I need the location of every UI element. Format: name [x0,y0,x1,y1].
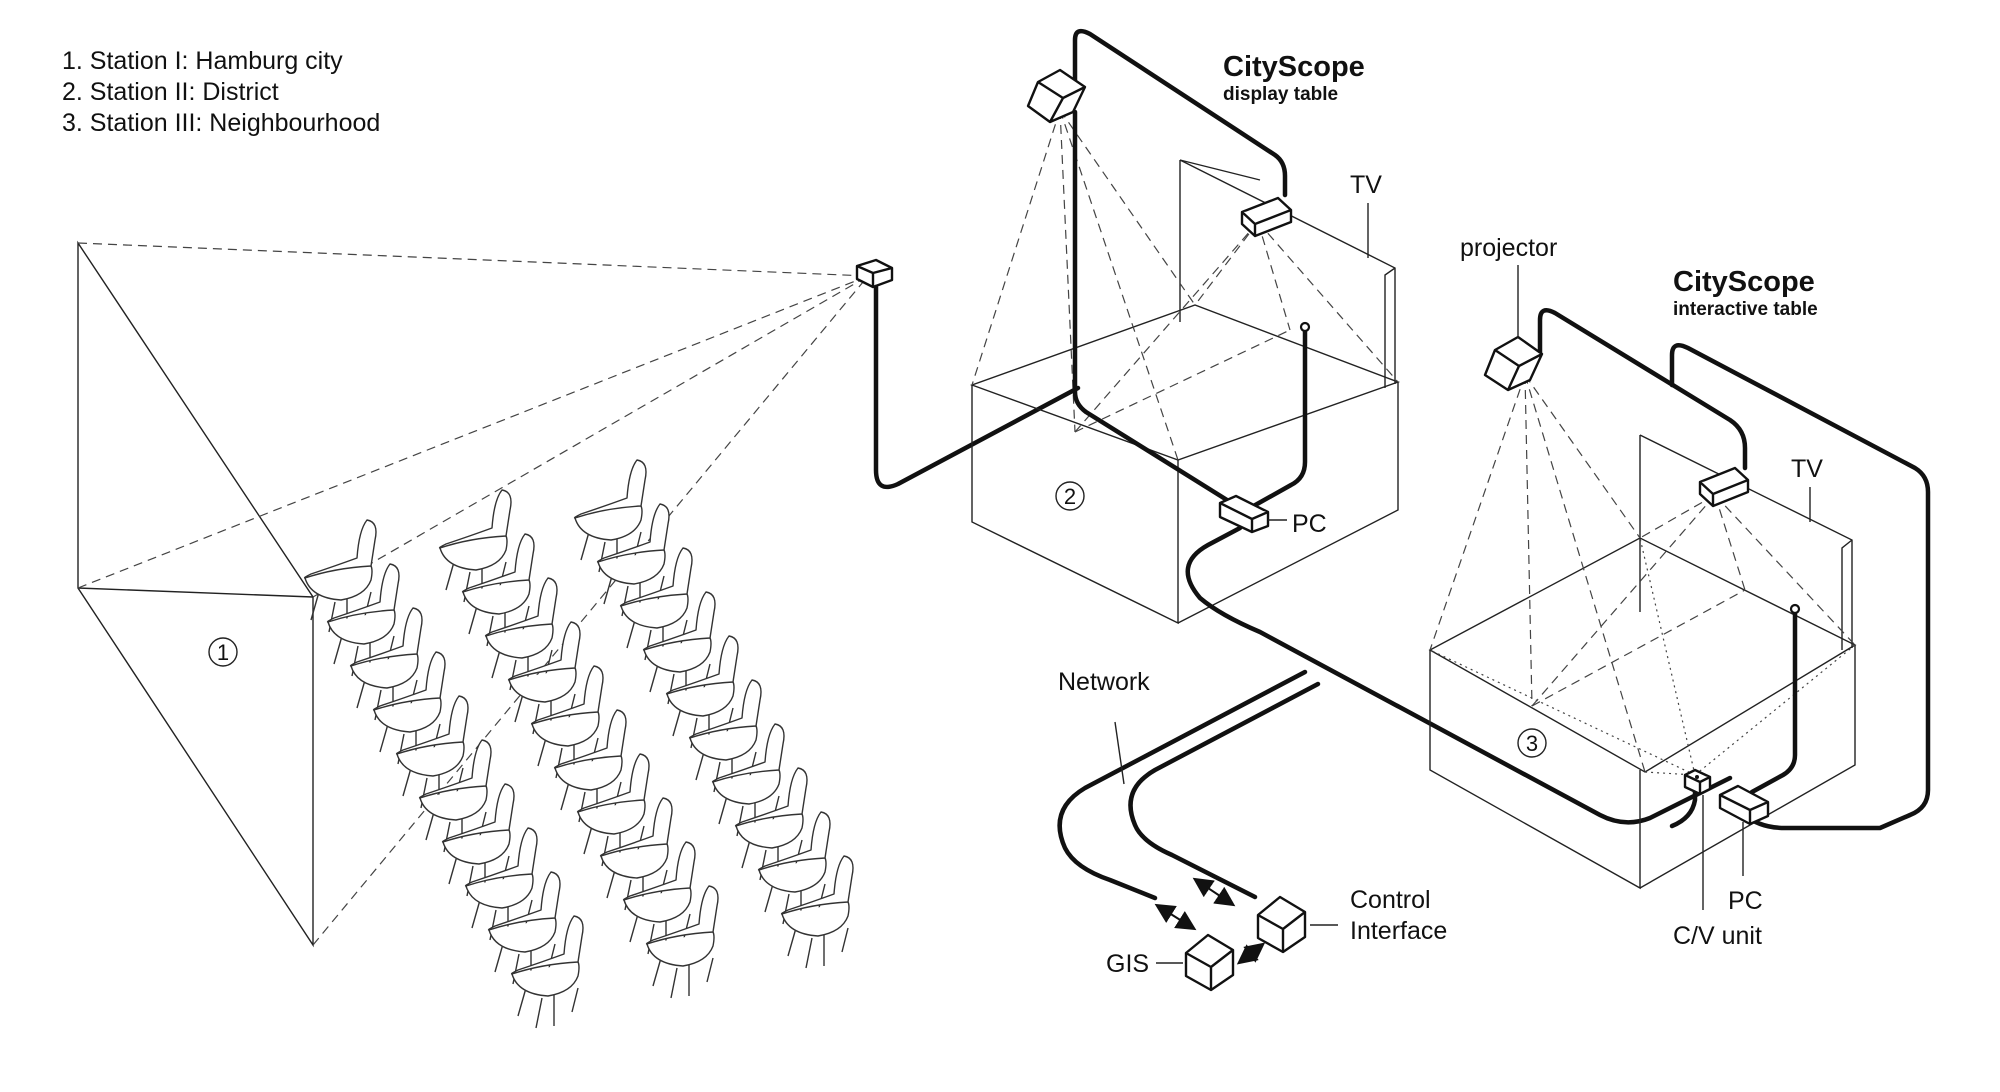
chair [395,695,469,809]
station-3-interactive-table: 3 [1428,374,1857,890]
gis-label: GIS [1106,950,1149,978]
audience-seating [303,459,854,1029]
station-3-sensor-cable [1749,609,1798,795]
network-cable-outer [1057,669,1308,901]
chair [530,665,604,779]
station-3-cv-cable [1669,779,1698,829]
station-2-pc [1218,494,1270,534]
chair [642,591,716,705]
station-3-ceiling-projector [1483,335,1544,392]
station-legend: 1. Station I: Hamburg city 2. Station II… [62,46,380,139]
station-1-projector [855,258,894,289]
station-2-projector-loop [1072,28,1288,198]
legend-item-station-1: 1. Station I: Hamburg city [62,47,343,75]
tv-label-station-2: TV [1350,171,1382,199]
chair [510,915,584,1029]
tv-label-station-3: TV [1791,455,1823,483]
station-2-display-table: 2 [969,109,1401,625]
control-interface-label-line-2: Interface [1350,917,1447,945]
chair [484,577,558,691]
station-2-number: 2 [1064,484,1076,509]
network-leader-line [1114,721,1125,785]
network-cable-inner [1128,681,1321,900]
station-1-cable [873,284,1081,490]
station-1-number: 1 [217,640,229,665]
chair [599,797,673,911]
station-1-screen: 1 [77,240,869,948]
gis-control-arrow [1236,942,1266,965]
legend-item-station-3: 3. Station III: Neighbourhood [62,109,381,137]
display-table-title: CityScope [1223,51,1365,83]
station-2-ceiling-projector [1026,68,1087,124]
network-label: Network [1058,668,1150,696]
station-2-sensor-cable [1247,327,1308,511]
station-3-pc [1718,784,1770,826]
chair [438,489,512,603]
station-3-wall-projector [1698,466,1750,508]
chair [734,767,808,881]
chair [645,885,719,999]
projector-label: projector [1460,234,1557,262]
station-2-network-cable [1185,525,1733,825]
chair [461,533,535,647]
gis-network-arrow [1154,903,1197,931]
interactive-table-title: CityScope [1673,266,1815,298]
station-3-tv-loop [1669,342,1931,831]
chair [576,753,650,867]
station-3-number: 3 [1526,731,1538,756]
legend-item-station-2: 2. Station II: District [62,78,279,106]
chair [418,739,492,853]
control-interface-label-line-1: Control [1350,886,1431,914]
control-interface-box [1256,895,1307,954]
interactive-table-subtitle: interactive table [1673,299,1818,320]
gis-box [1184,933,1235,992]
chair [441,783,515,897]
cv-unit-label: C/V unit [1673,922,1762,950]
display-table-subtitle: display table [1223,84,1338,105]
chair [326,563,400,677]
chair [487,871,561,985]
station-3-projector-loop [1537,307,1748,471]
pc-label-station-2: PC [1292,510,1327,538]
station-2-wall-projector [1240,196,1293,238]
station-2-projector-drop [1072,109,1238,508]
pc-label-station-3: PC [1728,887,1763,915]
station-3-cv-unit [1683,768,1712,796]
control-network-arrow [1192,877,1236,907]
chair [303,519,377,633]
chair [780,855,854,969]
